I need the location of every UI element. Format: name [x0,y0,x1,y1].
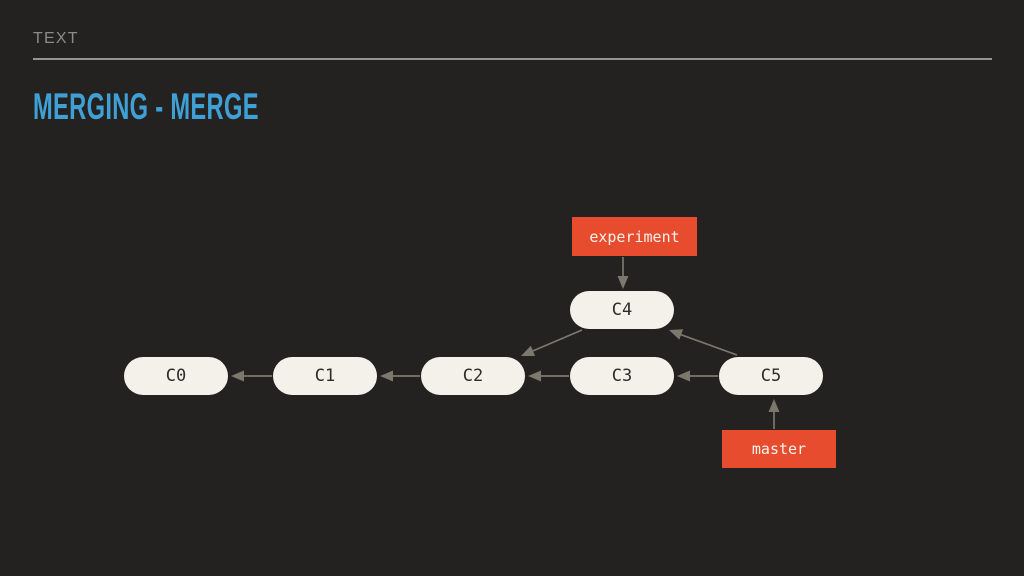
arrowhead-master-c5 [768,399,780,412]
arrowhead-c5-c4 [669,329,684,340]
arrowhead-c4-c2 [521,345,536,356]
arrowhead-c3-c2 [528,370,541,382]
header-divider [33,58,992,60]
arrow-c5-c4 [680,333,738,356]
slide-title: MERGING - MERGE [33,86,259,127]
branch-label-master: master [722,430,836,468]
arrow-c4-c2 [532,329,583,352]
commit-node-c5: C5 [719,357,823,395]
commit-node-c1: C1 [273,357,377,395]
commit-node-c0: C0 [124,357,228,395]
arrowhead-c2-c1 [380,370,393,382]
arrowhead-c1-c0 [231,370,244,382]
commit-node-c3: C3 [570,357,674,395]
commit-node-c2: C2 [421,357,525,395]
slide-eyebrow: TEXT [33,30,79,47]
branch-label-experiment: experiment [572,217,697,256]
arrowhead-c5-c3 [677,370,690,382]
commit-node-c4: C4 [570,291,674,329]
arrowhead-experiment-c4 [617,276,629,289]
